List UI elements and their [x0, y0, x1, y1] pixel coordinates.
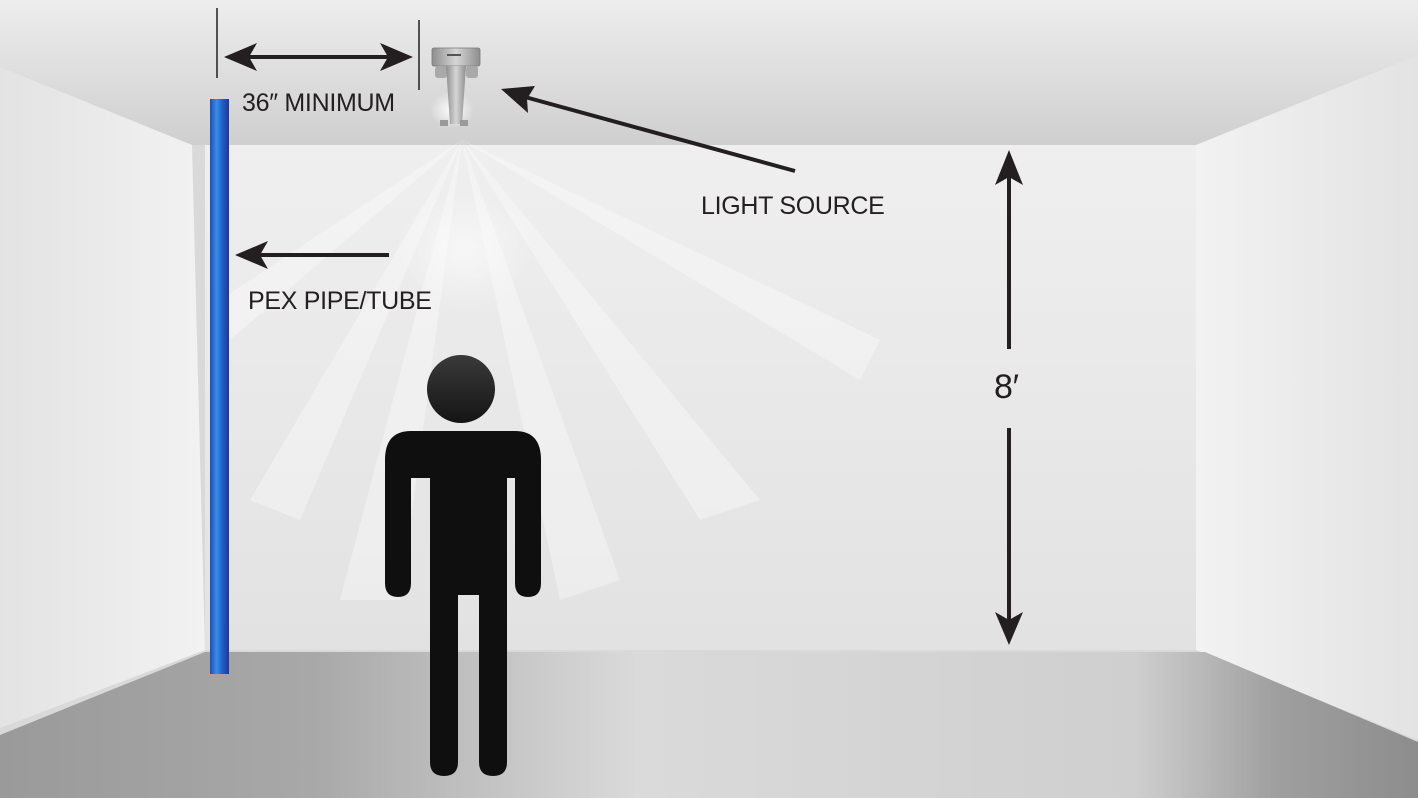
- person-silhouette-icon: [385, 355, 541, 776]
- back-wall: [205, 145, 1196, 650]
- light-glow: [395, 190, 535, 310]
- pex-pipe: [210, 99, 229, 674]
- left-wall: [0, 67, 205, 728]
- pex-pipe-arrow: [235, 241, 389, 269]
- minimum-distance-dimension: [216, 8, 420, 90]
- minimum-distance-label: 36″ MINIMUM: [242, 89, 395, 117]
- light-fixture-icon: [430, 47, 481, 128]
- light-source-arrow: [501, 86, 796, 173]
- light-source-label: LIGHT SOURCE: [701, 192, 885, 220]
- ceiling-height-dimension: [995, 150, 1023, 645]
- ceiling: [0, 0, 1418, 145]
- pex-pipe-label: PEX PIPE/TUBE: [248, 287, 432, 315]
- floor: [0, 652, 1418, 798]
- right-wall: [1196, 55, 1418, 740]
- ceiling-height-label: 8′: [994, 368, 1019, 406]
